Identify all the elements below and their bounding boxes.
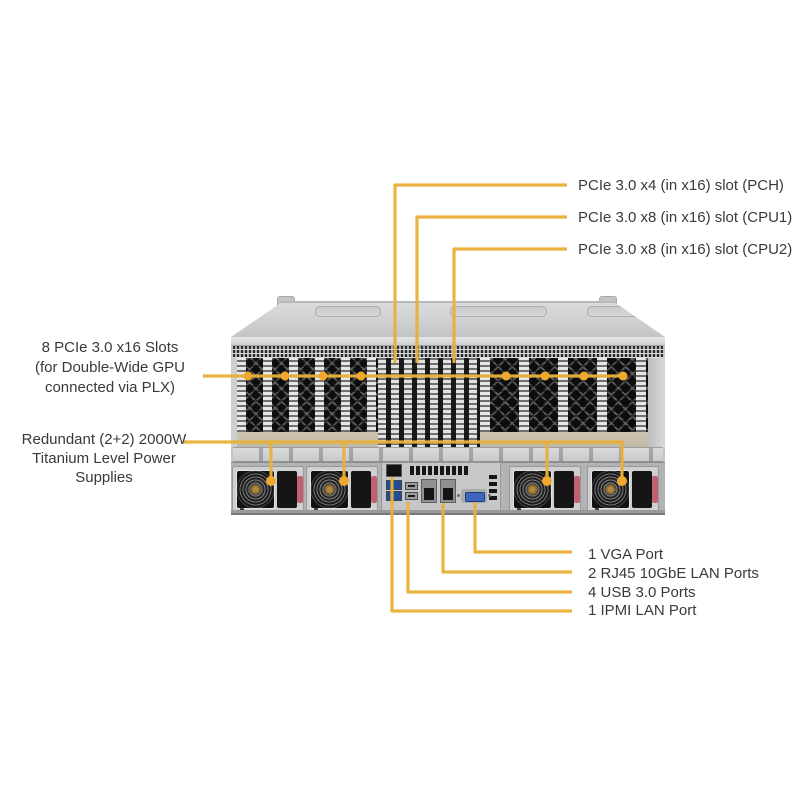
callout-line-vga	[473, 502, 572, 554]
callout-line-usb	[406, 502, 572, 594]
label-power-supplies: Redundant (2+2) 2000W Titanium Level Pow…	[2, 430, 206, 487]
label-line: 8 PCIe 3.0 x16 Slots	[41, 339, 179, 356]
label-usb-ports: 4 USB 3.0 Ports	[588, 584, 696, 601]
lid-handle-recess	[315, 306, 381, 317]
psu-release-tab	[297, 476, 303, 503]
chassis-frame-left	[231, 358, 237, 448]
label-vga-port: 1 VGA Port	[588, 546, 664, 563]
usb3-port-pair-bottom	[386, 491, 402, 501]
psu-power-inlet	[554, 471, 574, 508]
label-pch-slot: PCIe 3.0 x4 (in x16) slot (PCH)	[578, 177, 784, 194]
psu-2	[306, 466, 378, 512]
psu-led	[240, 508, 244, 511]
lid-tab-left	[277, 296, 295, 305]
callout-line-lan	[441, 503, 572, 574]
psu-led	[314, 508, 318, 511]
io-connector-small	[405, 492, 418, 500]
label-line: connected via PLX)	[44, 379, 176, 396]
psu-release-tab	[574, 476, 580, 503]
psu-power-inlet	[632, 471, 652, 508]
psu-1	[232, 466, 304, 512]
io-vent-holes	[489, 474, 497, 500]
label-cpu1-slot: PCIe 3.0 x8 (in x16) slot (CPU1)	[578, 209, 793, 226]
perforated-vent-band	[233, 346, 663, 358]
chassis-bottom-edge	[231, 510, 665, 514]
usb3-port-pair-top	[386, 480, 402, 490]
gpu-slot-group-left	[237, 358, 378, 432]
callout-line-pch-slot	[393, 183, 567, 363]
psu-led	[517, 508, 521, 511]
label-line: Titanium Level Power Supplies	[32, 450, 176, 486]
label-cpu2-slot: PCIe 3.0 x8 (in x16) slot (CPU2)	[578, 241, 793, 258]
psu-release-tab	[371, 476, 377, 503]
vga-port	[457, 489, 491, 503]
chassis-lid	[231, 302, 665, 337]
io-vent-holes	[410, 466, 468, 475]
chassis-frame-right	[648, 358, 665, 448]
psu-fan	[236, 470, 275, 509]
slot-retention-rail	[233, 447, 663, 462]
chassis-bottom-shadow	[231, 513, 665, 515]
callout-dots	[243, 371, 628, 486]
lid-ridge	[280, 301, 616, 303]
gpu-slot-group-right	[480, 358, 648, 432]
psu-led	[595, 508, 599, 511]
callout-line-cpu1-slot	[415, 215, 567, 363]
psu-fan	[591, 470, 630, 509]
label-line: Redundant (2+2) 2000W	[21, 431, 187, 448]
lid-tab-right	[599, 296, 617, 305]
psu-4	[587, 466, 659, 512]
label-gpu-slots: 8 PCIe 3.0 x16 Slots (for Double-Wide GP…	[15, 338, 205, 398]
callout-line-psu	[184, 440, 624, 478]
ipmi-lan-port	[386, 464, 402, 477]
callout-line-cpu2-slot	[452, 247, 567, 363]
rj45-lan-port-1	[421, 479, 437, 503]
io-connector-small	[405, 482, 418, 490]
psu-power-inlet	[351, 471, 371, 508]
callout-line-ipmi	[390, 477, 572, 613]
rj45-lan-port-2	[440, 479, 456, 503]
psu-power-inlet	[277, 471, 297, 508]
io-slot-group-middle	[378, 358, 480, 455]
label-ipmi-port: 1 IPMI LAN Port	[588, 602, 697, 619]
lid-handle-recess	[450, 306, 547, 317]
psu-release-tab	[652, 476, 658, 503]
label-line: (for Double-Wide GPU	[34, 359, 186, 376]
face-top-rim	[231, 337, 665, 346]
label-lan-ports: 2 RJ45 10GbE LAN Ports	[588, 565, 759, 582]
